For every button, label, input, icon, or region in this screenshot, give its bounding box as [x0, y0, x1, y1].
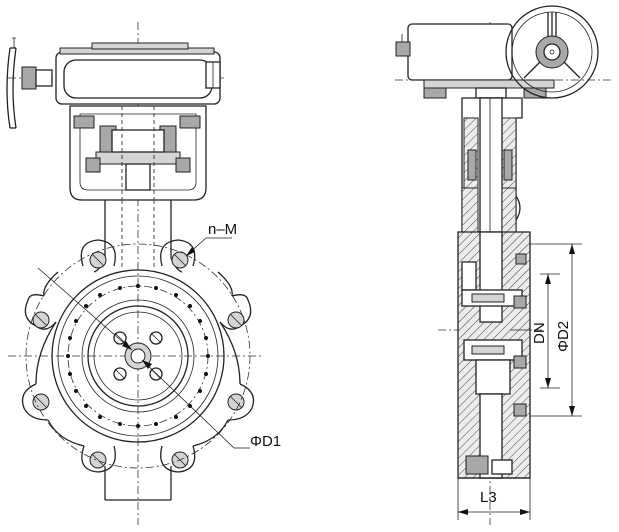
body-side: [457, 231, 532, 479]
lugs: [21, 239, 255, 473]
side-view: DN ΦD2 L3: [395, 5, 612, 525]
gearbox-side: [395, 23, 555, 99]
bottom-stub: [104, 466, 172, 501]
yoke-side: [461, 97, 523, 339]
label-l3: L3: [480, 489, 497, 506]
bracket-front: [69, 105, 207, 201]
label-phi-d2: ΦD2: [555, 321, 572, 352]
label-n-m: n–M: [208, 221, 237, 238]
leaders-front: [37, 237, 250, 449]
handwheel-face: [505, 5, 599, 99]
front-view: n–M ΦD1: [6, 22, 281, 525]
label-phi-d1: ΦD1: [250, 433, 281, 450]
dimensions-side: [457, 243, 582, 520]
handwheel-side: [6, 37, 53, 129]
gearbox-front: [55, 42, 221, 105]
label-dn: DN: [531, 322, 548, 344]
